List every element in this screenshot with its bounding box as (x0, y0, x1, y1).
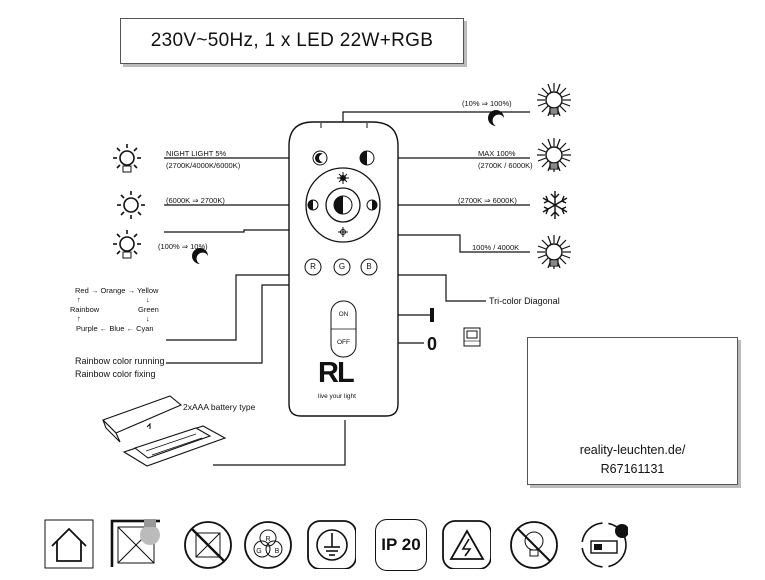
battery-label: 2xAAA battery type (183, 402, 256, 412)
default-state-label: 100% / 4000K (472, 243, 520, 252)
earth-ground-icon (307, 520, 356, 569)
bulb-max-icon (536, 137, 572, 173)
g-button[interactable] (333, 258, 351, 276)
bulb-dim-icon (112, 229, 142, 259)
spec-text: 230V~50Hz, 1 x LED 22W+RGB (150, 30, 434, 51)
snowflake-icon (542, 191, 568, 219)
color-purple: Purple (76, 324, 98, 333)
ip-rating-text: IP 20 (381, 535, 421, 554)
color-red: Red (75, 286, 89, 295)
max-title: MAX 100% (478, 149, 516, 158)
rgb-badge-g: G (256, 548, 261, 555)
max-temps: (2700K / 6000K) (478, 161, 533, 170)
rgb-badge-b: B (275, 548, 280, 555)
rgb-badge-r: R (265, 536, 270, 543)
ip20-icon: IP 20 (375, 519, 427, 571)
top-range-label: (10% ⇒ 100%) (462, 99, 512, 108)
dim-range-label: (100% ⇒ 10%) (158, 242, 208, 251)
remote-slogan: live your light (318, 393, 356, 400)
night-light-title: NIGHT LIGHT 5% (166, 149, 227, 158)
info-url[interactable]: reality-leuchten.de/ (579, 443, 686, 457)
brightness-down-icon[interactable] (338, 227, 348, 237)
remote-logo: RL (318, 357, 355, 389)
no-bulb-replace-icon (110, 519, 160, 567)
moon-icon-left (192, 248, 208, 264)
info-code: R67161131 (600, 462, 665, 476)
color-cyan: Cyan (136, 324, 154, 333)
tri-color-label: Tri-color Diagonal (489, 296, 560, 306)
not-dimmable-icon (184, 521, 232, 569)
color-green: Green (138, 305, 159, 314)
off-label: OFF (337, 339, 350, 346)
bulb-bright-icon (536, 82, 572, 118)
brightness-up-icon[interactable] (337, 172, 349, 184)
warm-light-icon[interactable] (307, 199, 319, 211)
cool-shift-label: (2700K ⇒ 6000K) (458, 196, 517, 205)
weee-disposal-icon (463, 327, 481, 347)
high-voltage-icon (442, 520, 491, 569)
color-orange: Orange (100, 286, 126, 295)
warm-shift-label: (6000K ⇒ 2700K) (166, 196, 225, 205)
bulb-night-light-icon (112, 143, 142, 173)
rainbow-running-label: Rainbow color running (75, 356, 165, 366)
night-light-temps: (2700K/4000K/6000K) (166, 161, 241, 170)
color-blue: Blue (109, 324, 125, 333)
battery-illustration (101, 395, 227, 467)
g-button-label: G (338, 262, 346, 271)
b-button-label: B (366, 262, 372, 271)
moon-icon-right (488, 110, 504, 126)
b-button[interactable] (360, 258, 378, 276)
indoor-house-icon (44, 519, 94, 569)
rgb-cycle: Red → Orange → Yellow (75, 286, 159, 295)
cool-light-icon[interactable] (366, 199, 378, 211)
remote-control-icon (581, 522, 628, 568)
on-label: ON (338, 311, 349, 318)
info-box: reality-leuchten.de/ R67161131 (527, 337, 738, 485)
rainbow-fixing-label: Rainbow color fixing (75, 369, 156, 379)
r-button-label: R (310, 262, 316, 271)
power-off-symbol: 0 (427, 334, 438, 354)
rgb-icon: R G B (244, 521, 292, 569)
spec-box: 230V~50Hz, 1 x LED 22W+RGB (120, 18, 464, 64)
sun-icon (116, 190, 146, 220)
color-rainbow: Rainbow (70, 305, 100, 314)
r-button[interactable] (304, 258, 322, 276)
led-not-replaceable-icon (510, 521, 558, 569)
bulb-default-icon (536, 234, 572, 270)
color-yellow: Yellow (137, 286, 159, 295)
